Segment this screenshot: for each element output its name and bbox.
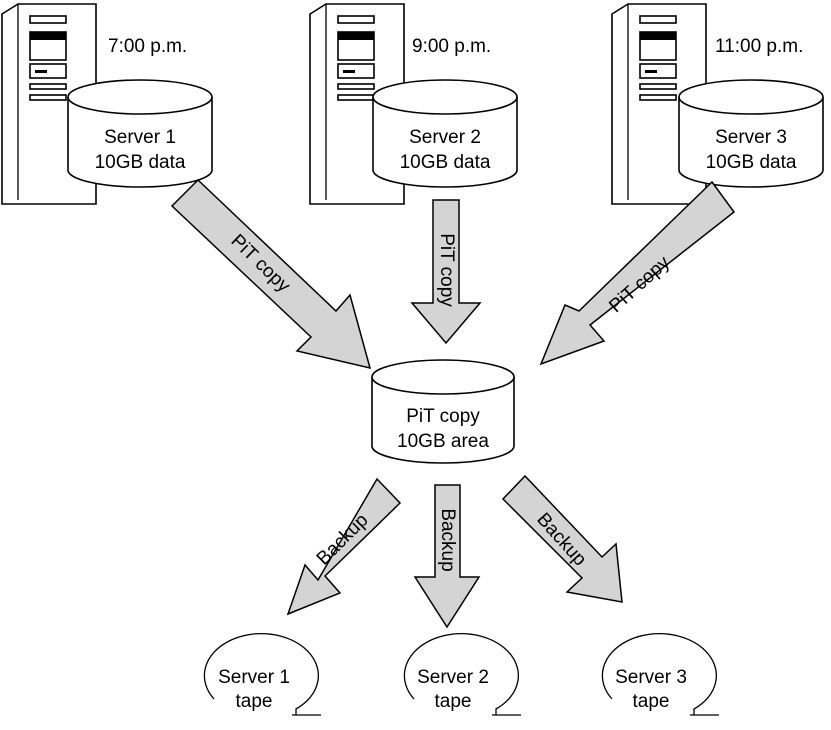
- server-data-label: 10GB data: [400, 152, 491, 173]
- server-2-group: 9:00 p.m. Server 2 10GB data: [309, 3, 518, 205]
- server-1-group: 7:00 p.m. Server 1 10GB data: [1, 3, 213, 205]
- server-data-label: 10GB data: [95, 152, 186, 173]
- tape-3: Server 3 tape: [601, 632, 720, 716]
- disk-cylinder-icon: [67, 79, 213, 188]
- disk-cylinder-icon: [678, 79, 824, 188]
- server-data-label: 10GB data: [706, 152, 797, 173]
- pit-copy-arrow-3: PiT copy: [539, 180, 736, 366]
- pit-copy-arrow-label: PiT copy: [436, 233, 457, 307]
- arrow-icon: [410, 199, 482, 345]
- tape-server-label: Server 1: [218, 667, 290, 688]
- tape-2: Server 2 tape: [403, 632, 522, 716]
- arrow-icon: [286, 477, 402, 616]
- server-3-group: 11:00 p.m. Server 3 10GB data: [611, 3, 824, 205]
- tape-server-label: Server 3: [615, 667, 687, 688]
- server-name-label: Server 2: [409, 127, 481, 148]
- tape-server-label: Server 2: [417, 667, 489, 688]
- server-time-label: 11:00 p.m.: [715, 36, 803, 57]
- tape-media-label: tape: [633, 691, 670, 712]
- arrow-icon: [501, 474, 623, 603]
- backup-arrow-1: Backup: [286, 477, 402, 616]
- pit-copy-arrow-1: PiT copy: [170, 178, 372, 370]
- server-name-label: Server 3: [715, 127, 787, 148]
- server-time-label: 9:00 p.m.: [412, 36, 491, 57]
- backup-arrow-label: Backup: [437, 508, 458, 571]
- tape-media-label: tape: [435, 691, 472, 712]
- arrow-icon: [170, 178, 372, 370]
- disk-cylinder-icon: [371, 359, 515, 464]
- server-time-label: 7:00 p.m.: [108, 36, 187, 57]
- backup-arrow-3: Backup: [501, 474, 623, 603]
- disk-cylinder-icon: [372, 79, 518, 188]
- arrow-icon: [413, 484, 481, 629]
- pit-copy-arrow-2: PiT copy: [410, 199, 482, 345]
- pit-copy-area: PiT copy 10GB area: [371, 359, 515, 464]
- backup-arrow-2: Backup: [413, 484, 481, 629]
- tape-1: Server 1 tape: [203, 632, 322, 716]
- tape-media-label: tape: [236, 691, 273, 712]
- backup-arrow-label: Backup: [313, 510, 373, 570]
- pit-area-title: PiT copy: [406, 406, 480, 427]
- server-name-label: Server 1: [104, 127, 176, 148]
- arrow-icon: [539, 180, 736, 366]
- pit-area-size: 10GB area: [397, 431, 489, 452]
